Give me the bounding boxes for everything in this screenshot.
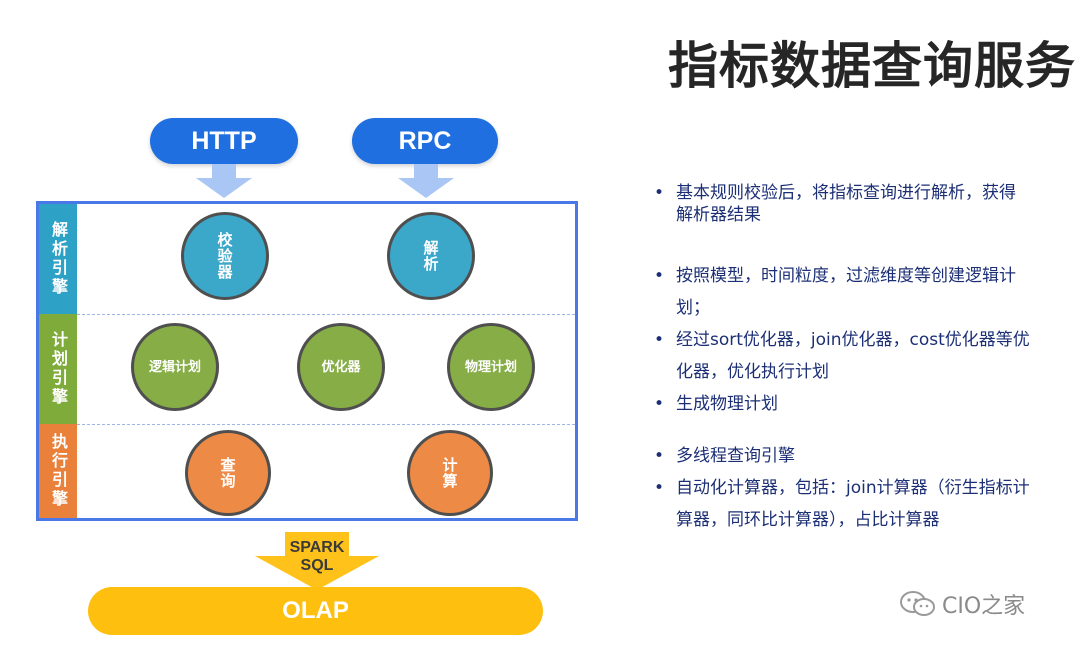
page-title: 指标数据查询服务 — [668, 37, 1076, 95]
bullet-text: 生成物理计划 — [676, 394, 778, 414]
sql-label: SQL — [300, 557, 334, 574]
rpc-input-pill: RPC — [352, 118, 498, 164]
compute-node-label: 计算 — [440, 457, 459, 489]
bullet-text: 经过sort优化器，join优化器，cost优化器等优化器，优化执行计划 — [676, 330, 1030, 382]
bullet-text: 自动化计算器，包括：join计算器（衍生指标计算器，同环比计算器），占比计算器 — [676, 478, 1030, 530]
parse-engine-label: 解析引擎 — [39, 204, 77, 314]
band-separator — [77, 314, 575, 315]
bullet-item: •按照模型，时间粒度，过滤维度等创建逻辑计划； — [654, 266, 1016, 318]
http-input-pill: HTTP — [150, 118, 298, 164]
watermark: CIO之家 — [898, 588, 1025, 620]
bullet-item: •生成物理计划 — [654, 394, 778, 414]
bullet-text: 按照模型，时间粒度，过滤维度等创建逻辑计划； — [676, 266, 1016, 318]
spark-label: SPARK — [289, 539, 345, 556]
http-down-arrow-icon — [196, 164, 252, 198]
logical-plan-node: 逻辑计划 — [131, 323, 219, 411]
bullet-item: •基本规则校验后，将指标查询进行解析，获得解析器结果 — [654, 183, 1016, 225]
wechat-icon — [900, 591, 935, 616]
rpc-down-arrow-icon — [398, 164, 454, 198]
plan-engine-label: 计划引擎 — [39, 314, 77, 424]
olap-bar: OLAP — [88, 587, 543, 635]
exec-engine-band: 执行引擎 查询 计算 — [39, 424, 575, 518]
spark-sql-arrow-icon — [255, 532, 379, 590]
physical-plan-node-label: 物理计划 — [464, 359, 517, 375]
engine-frame: 解析引擎 校验器 解析 计划引擎 逻辑计划 优化器 物理计划 执行引擎 查询 计… — [36, 201, 578, 521]
query-node: 查询 — [185, 430, 271, 516]
query-node-label: 查询 — [218, 457, 237, 489]
parse-engine-band: 解析引擎 校验器 解析 — [39, 204, 575, 314]
bullet-item: •经过sort优化器，join优化器，cost优化器等优化器，优化执行计划 — [654, 330, 1030, 382]
watermark-text: CIO之家 — [942, 594, 1026, 619]
optimizer-node: 优化器 — [297, 323, 385, 411]
exec-engine-label: 执行引擎 — [39, 424, 77, 518]
bullet-item: •多线程查询引擎 — [654, 446, 795, 466]
parse-node: 解析 — [387, 212, 475, 300]
band-separator — [77, 424, 575, 425]
spark-sql-label: SPARK SQL — [255, 539, 379, 575]
validator-node-label: 校验器 — [215, 232, 234, 280]
logical-plan-node-label: 逻辑计划 — [148, 359, 201, 375]
parse-node-label: 解析 — [421, 240, 440, 272]
compute-node: 计算 — [407, 430, 493, 516]
validator-node: 校验器 — [181, 212, 269, 300]
bullet-item: •自动化计算器，包括：join计算器（衍生指标计算器，同环比计算器），占比计算器 — [654, 478, 1030, 530]
bullet-text: 多线程查询引擎 — [676, 446, 795, 466]
optimizer-node-label: 优化器 — [321, 359, 361, 375]
physical-plan-node: 物理计划 — [447, 323, 535, 411]
bullet-text: 基本规则校验后，将指标查询进行解析，获得解析器结果 — [676, 183, 1016, 225]
plan-engine-band: 计划引擎 逻辑计划 优化器 物理计划 — [39, 314, 575, 424]
